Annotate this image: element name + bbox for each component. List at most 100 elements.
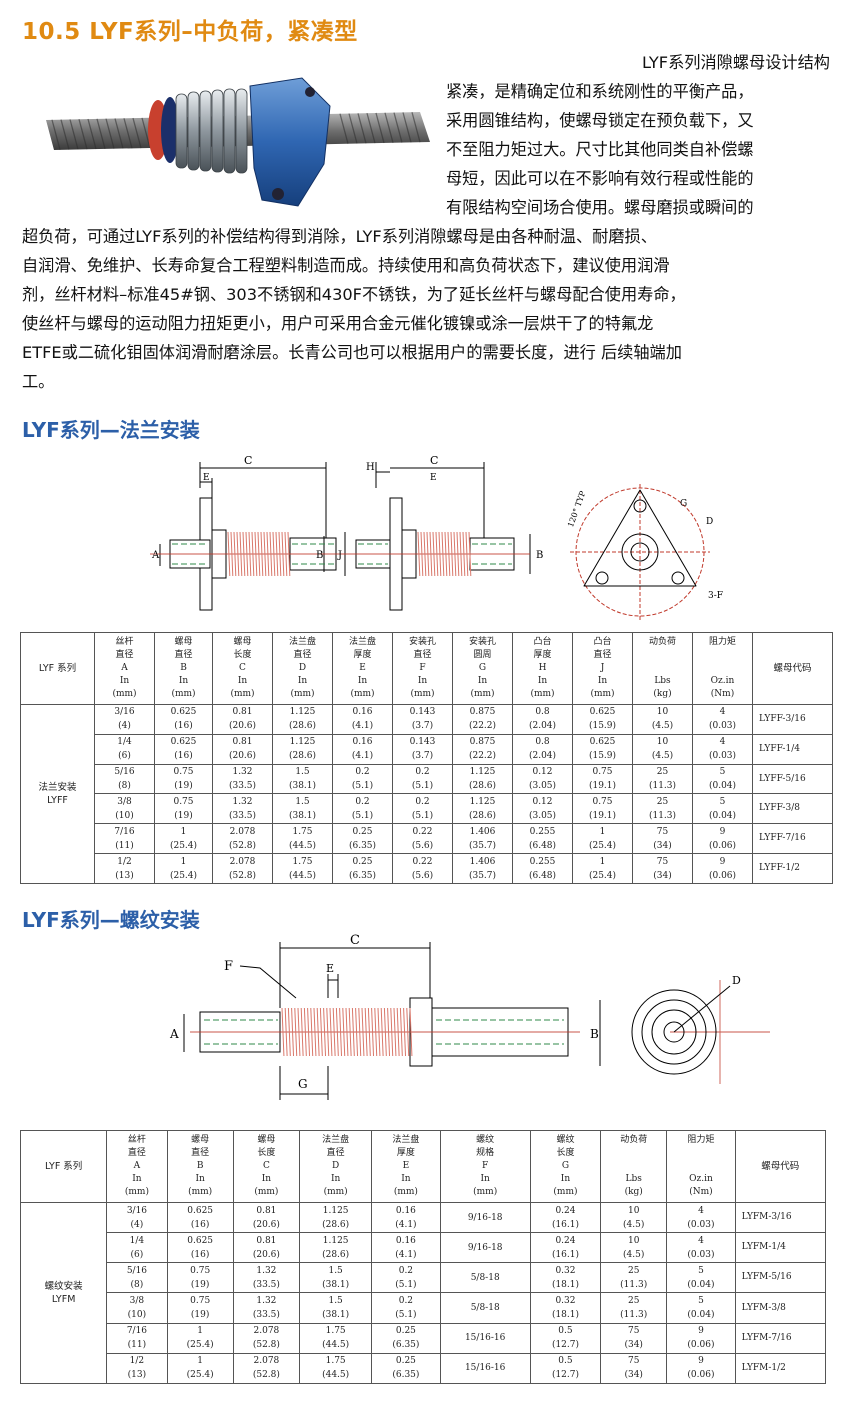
cell-line: (6.35) [372, 1368, 439, 1382]
coil-line [242, 531, 246, 577]
header-text: In [597, 676, 608, 686]
cell-value: 0.75 [173, 796, 194, 807]
cell-line: 0.12 [513, 795, 572, 809]
cell-value: (44.5) [288, 840, 317, 851]
cell-line: 1 [168, 1324, 233, 1338]
cell-line: 0.24 [531, 1234, 600, 1248]
header-text: 螺纹 [556, 1135, 575, 1145]
coil-line [453, 531, 457, 577]
coil-line [409, 1007, 413, 1057]
table-cell: 75(34) [600, 1352, 668, 1385]
cell-line: 4 [667, 1234, 734, 1248]
cell-value: 0.5 [558, 1356, 573, 1367]
cell-value: (52.8) [228, 840, 257, 851]
cell-line: 1.75 [273, 855, 332, 869]
coil-line [371, 1007, 375, 1057]
cell-line: 0.22 [393, 825, 452, 839]
cell-value: (28.6) [322, 1219, 350, 1230]
cell-line: 9 [667, 1354, 734, 1368]
cell-value: 75 [627, 1326, 640, 1337]
cell-line: (44.5) [273, 869, 332, 883]
cell-value: 0.5 [558, 1326, 573, 1337]
table-cell: 2.078(52.8) [212, 823, 273, 855]
cell-line: (6.48) [513, 869, 572, 883]
cell-line: (38.1) [300, 1278, 371, 1292]
cell-value: (16.1) [551, 1219, 579, 1230]
rod-thread-line [411, 112, 421, 143]
header-text: (mm) [171, 689, 196, 699]
cell-value: (19.1) [588, 810, 617, 821]
cell-line: (33.5) [234, 1308, 299, 1322]
header-text: D [298, 663, 307, 673]
cell-value: (28.6) [322, 1249, 350, 1260]
header-line: 动负荷 [633, 636, 692, 649]
cell-value: 0.143 [409, 737, 436, 748]
cell-line: (44.5) [300, 1368, 371, 1382]
cell-value: 0.32 [555, 1296, 576, 1307]
intro-line-text: 剂，丝杆材料–标准45#钢、303不锈钢和430F不锈铁，为了延长丝杆与螺母配合… [22, 285, 686, 304]
cell-value: (33.5) [228, 810, 257, 821]
header-line: F [441, 1160, 530, 1173]
cell-value: (5.1) [351, 810, 374, 821]
cell-line: (20.6) [234, 1218, 299, 1232]
cell-line: (0.06) [693, 869, 752, 883]
header-text: In [477, 676, 488, 686]
cell-line: 0.16 [333, 735, 392, 749]
cell-line: (22.2) [453, 719, 512, 733]
coil-line [281, 1007, 285, 1057]
header-text: 长度 [556, 1148, 575, 1158]
column-header: 阻力矩 Oz.in(Nm) [666, 1130, 736, 1203]
cell-value: 9/16-18 [467, 1212, 503, 1223]
cell-line: (11.3) [601, 1308, 666, 1322]
header-text: (mm) [410, 689, 435, 699]
cell-line: (4.5) [633, 749, 692, 763]
coil-line [450, 531, 454, 577]
rod-thread-line [60, 119, 70, 150]
cell-line: 5 [693, 795, 752, 809]
flange-dim-b: B [316, 550, 323, 561]
intro-line-text: ETFE或二硫化钼固体润滑耐磨涂层。长青公司也可以根据用户的需要长度，进行 后续… [22, 343, 682, 362]
cell-line: (22.2) [453, 749, 512, 763]
header-line: (Nm) [667, 1186, 734, 1199]
cell-value: 9 [698, 1356, 704, 1367]
coil-line [429, 531, 433, 577]
header-text: (kg) [624, 1187, 643, 1197]
header-line: In [393, 675, 452, 688]
cell-line: 25 [633, 765, 692, 779]
cell-line: (5.1) [393, 809, 452, 823]
intro-paragraph-full: 超负荷，可通过LYF系列的补偿结构得到消除，LYF系列消隙螺母是由各种耐温、耐磨… [22, 222, 830, 396]
cell-line: (3.05) [513, 779, 572, 793]
nut-code: LYFM-1/4 [741, 1242, 786, 1253]
header-line: (mm) [393, 688, 452, 701]
cell-value: 1/2 [129, 1356, 145, 1367]
cell-line: 1 [168, 1354, 233, 1368]
header-line: In [513, 675, 572, 688]
cell-value: 0.25 [395, 1326, 416, 1337]
nut-code-cell: LYFF-3/8 [752, 793, 833, 825]
intro-line: 紧凑，是精确定位和系统刚性的平衡产品， [446, 77, 830, 106]
cell-line: 0.255 [513, 825, 572, 839]
cell-line: 0.75 [168, 1264, 233, 1278]
table-cell: 15/16-16 [439, 1322, 531, 1354]
header-line: (mm) [213, 688, 272, 701]
table-cell: 0.25(6.35) [371, 1322, 441, 1354]
cell-line: (8) [107, 1278, 166, 1292]
coil-line [396, 1007, 400, 1057]
table-cell: 1.75(44.5) [298, 1322, 373, 1354]
cell-line: (5.1) [333, 779, 392, 793]
cell-line: (0.06) [693, 839, 752, 853]
header-line: 凸台 [573, 636, 632, 649]
cell-line: 0.625 [168, 1234, 233, 1248]
cell-line: 1 [573, 855, 632, 869]
coil-line [358, 1007, 362, 1057]
table-cell: 1.5(38.1) [298, 1262, 373, 1294]
intro-line: ETFE或二硫化钼固体润滑耐磨涂层。长青公司也可以根据用户的需要长度，进行 后续… [22, 338, 830, 367]
cell-line: 0.81 [213, 735, 272, 749]
rod-thread-line [96, 118, 106, 149]
table-cell: 1(25.4) [572, 853, 633, 884]
coil-line [383, 1007, 387, 1057]
cell-line: 75 [601, 1324, 666, 1338]
cell-line: 0.255 [513, 855, 572, 869]
